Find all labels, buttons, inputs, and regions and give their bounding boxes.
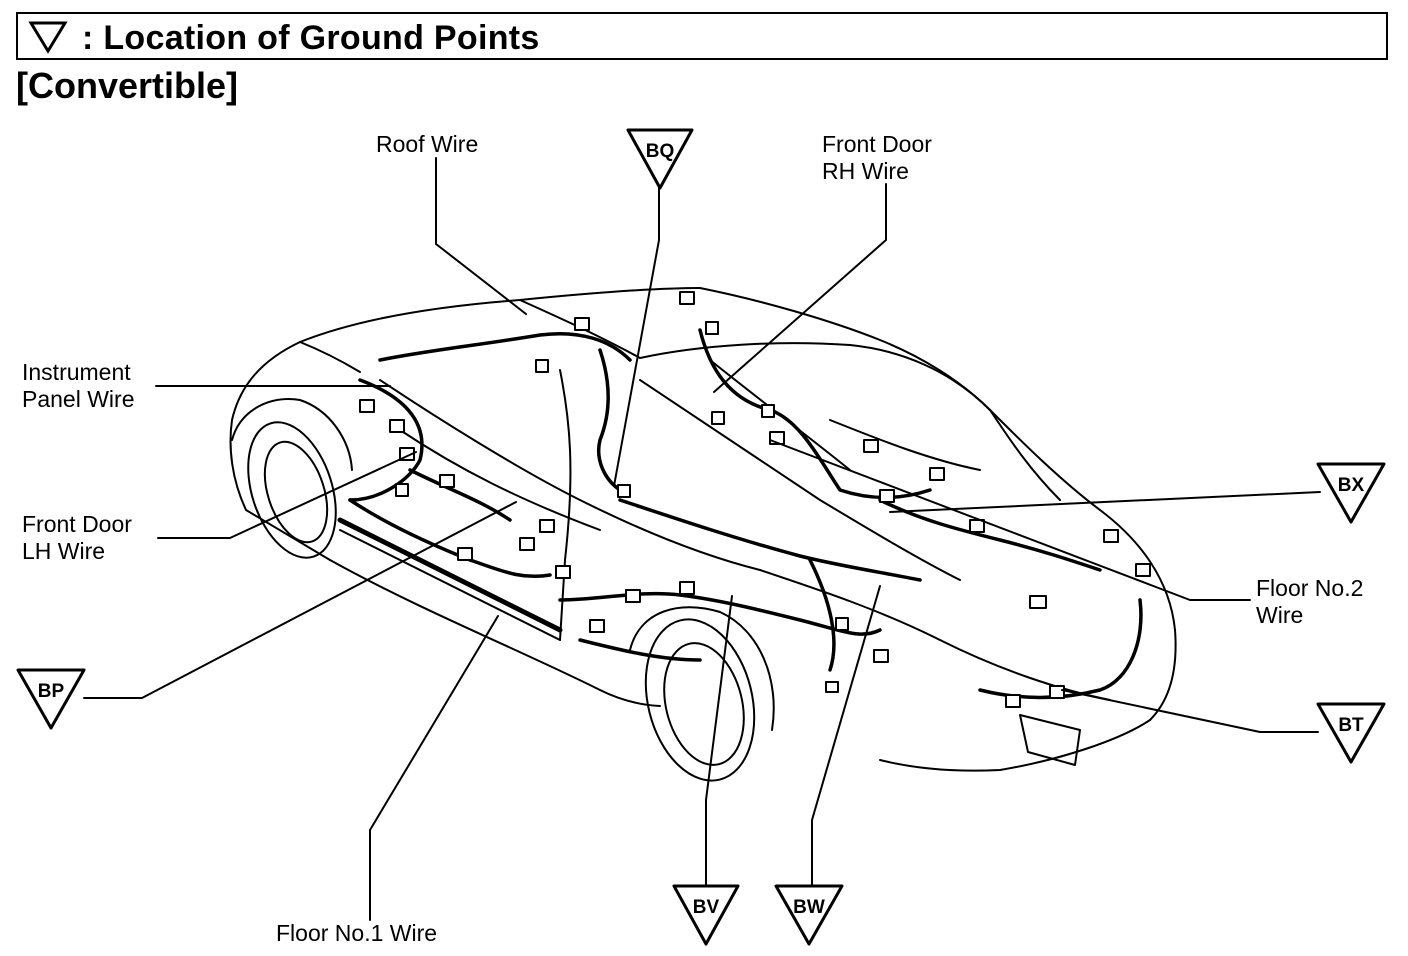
ground-point-markers (16, 128, 1386, 946)
bx-label: BX (1338, 475, 1365, 496)
page-title: : Location of Ground Points (82, 19, 540, 57)
connectors (359, 291, 1151, 708)
floor-no1-wire-label: Floor No.1 Wire (276, 920, 438, 946)
bw-label: BW (793, 897, 825, 918)
leader-lines (83, 157, 1321, 921)
rear-left-wheel (629, 606, 775, 782)
bv-marker (672, 884, 740, 946)
bv-label: BV (693, 897, 720, 918)
bp-marker (16, 668, 86, 730)
bq-label: BQ (646, 141, 675, 162)
roof-wire-label: Roof Wire (376, 131, 479, 157)
floor-no2-wire-label: Floor No.2 Wire (1256, 575, 1364, 628)
car-body-outline (229, 287, 1177, 772)
instrument-panel-wire-label: Instrument Panel Wire (22, 359, 135, 412)
front-left-wheel (231, 398, 353, 559)
bx-marker (1316, 462, 1386, 524)
bp-label: BP (38, 681, 65, 702)
ground-point-triangle-icon (28, 21, 68, 54)
header-box: : Location of Ground Points (16, 12, 1388, 60)
bt-marker (1316, 702, 1386, 764)
bw-marker (774, 884, 844, 946)
bq-marker (626, 128, 694, 190)
bt-label: BT (1338, 715, 1364, 736)
variant-label: [Convertible] (16, 65, 239, 106)
front-door-rh-wire-label: Front Door RH Wire (822, 131, 932, 184)
front-door-lh-wire-label: Front Door LH Wire (22, 511, 132, 564)
